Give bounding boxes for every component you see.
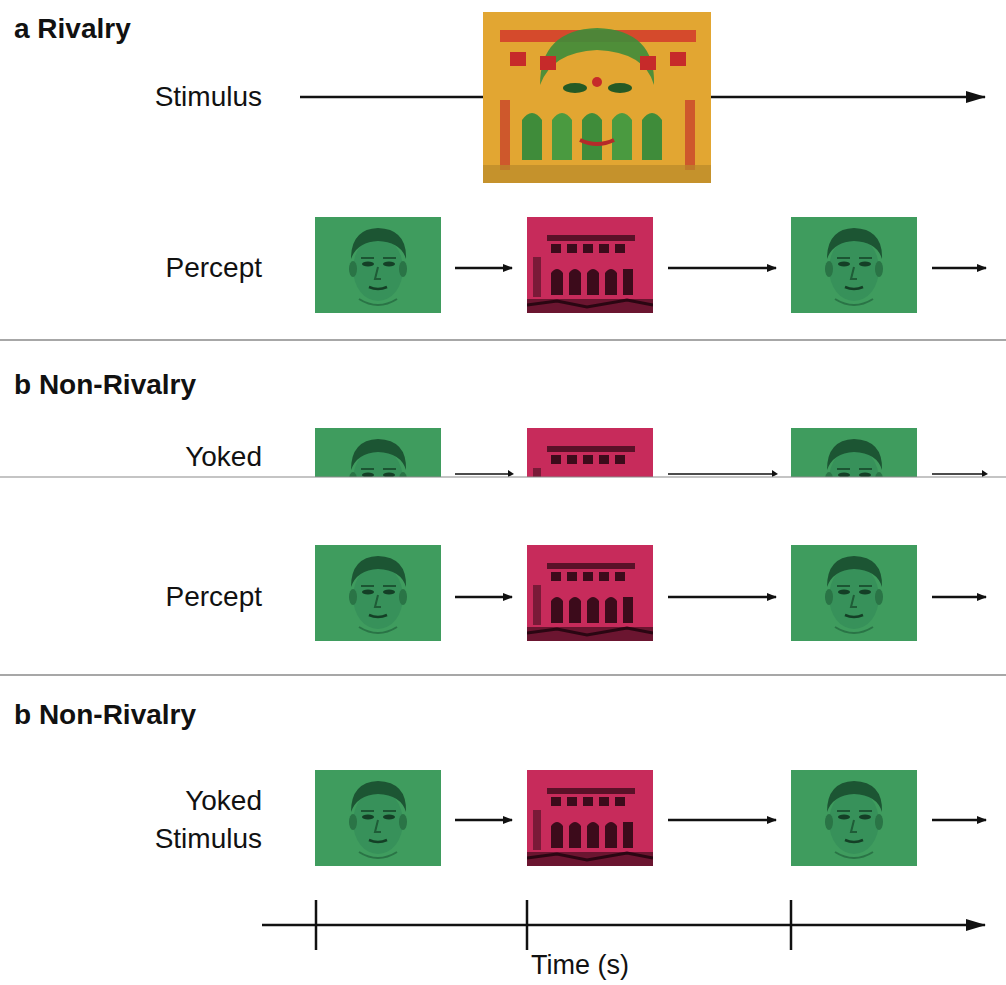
figure-shape <box>668 596 776 599</box>
figure-shape <box>932 267 986 270</box>
panel-heading: b Non-Rivalry <box>14 698 414 732</box>
figure-shape <box>483 12 711 183</box>
figure-shape <box>640 56 656 70</box>
figure-shape <box>500 100 510 170</box>
figure-shape <box>642 113 662 160</box>
figure-shape <box>315 217 441 313</box>
row-label: Percept <box>62 251 262 285</box>
axis-label: Time (s) <box>430 948 730 982</box>
figure-shape <box>668 267 776 270</box>
figure-shape <box>315 428 441 524</box>
figure-shape <box>527 428 653 524</box>
figure-shape <box>0 674 1006 676</box>
figure-shape <box>670 52 686 66</box>
figure-shape <box>791 428 917 524</box>
figure-shape <box>608 83 632 93</box>
figure-shape <box>315 770 441 866</box>
figure-shape <box>540 56 556 70</box>
figure-shape <box>526 900 529 950</box>
figure-shape <box>791 770 917 866</box>
figure-shape <box>668 819 776 822</box>
figure-shape <box>563 83 587 93</box>
figure-shape <box>300 96 483 99</box>
row-label: Yoked Stimulus <box>112 782 262 858</box>
figure-shape <box>932 473 986 475</box>
figure-shape <box>522 113 542 160</box>
figure-shape <box>527 545 653 641</box>
panel-heading: a Rivalry <box>14 12 414 46</box>
figure-shape <box>932 819 986 822</box>
figure-shape <box>685 100 695 170</box>
figure-shape <box>668 473 776 475</box>
figure-shape <box>527 770 653 866</box>
row-label: Stimulus <box>62 80 262 114</box>
figure-shape <box>0 476 1006 477</box>
figure-shape <box>262 924 985 927</box>
figure-shape <box>508 470 988 477</box>
figure-shape <box>315 900 318 950</box>
row-label: Yoked <box>62 440 262 474</box>
row-label: Percept <box>62 580 262 614</box>
figure-shape <box>527 217 653 313</box>
figure-shape <box>510 52 526 66</box>
figure-shape <box>791 545 917 641</box>
figure-shape <box>612 113 632 160</box>
figure-shape <box>483 165 711 183</box>
figure-shape <box>455 267 512 270</box>
panel-heading: b Non-Rivalry <box>14 368 414 402</box>
figure-shape <box>540 28 654 85</box>
figure-shape <box>455 473 512 475</box>
figure-shape <box>711 96 985 99</box>
figure-shape <box>580 140 614 144</box>
figure-shape <box>455 819 512 822</box>
figure-shape <box>455 596 512 599</box>
figure-shape <box>582 113 602 160</box>
figure-shape <box>315 428 988 524</box>
figure-shape <box>552 113 572 160</box>
figure-shape <box>592 77 602 87</box>
rivalry-stimulus-image <box>483 12 711 183</box>
figure-shape <box>790 900 793 950</box>
figure-shape <box>932 596 986 599</box>
figure-shape <box>315 545 441 641</box>
figure-shape <box>0 339 1006 341</box>
figure-shape <box>791 217 917 313</box>
